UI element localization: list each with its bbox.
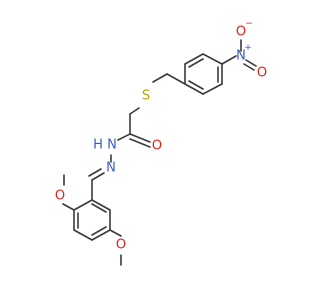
methoxy-oxygen-2-label: O: [55, 189, 65, 204]
molecule-structure: S N + O − O O N H N O O: [55, 19, 267, 266]
bond: [129, 107, 140, 115]
atom-labels: S N + O − O O N H N O O: [55, 19, 267, 253]
bond: [202, 83, 223, 95]
nitro-nitrogen-label: N: [236, 49, 246, 64]
amide-nitrogen-label: N: [107, 138, 117, 153]
carbonyl-oxygen-label: O: [152, 139, 162, 154]
bond: [129, 133, 151, 143]
nitro-plus-charge: +: [244, 43, 252, 53]
bond: [91, 199, 111, 211]
bond: [109, 229, 122, 237]
bond: [73, 199, 93, 211]
bond: [202, 53, 223, 65]
bond: [129, 138, 151, 148]
bond: [245, 59, 257, 67]
bond: [243, 63, 255, 71]
sulfur-atom-label: S: [142, 89, 150, 104]
nitro-oxygen-double-label: O: [257, 66, 267, 81]
bond-inner: [188, 58, 204, 68]
bond: [221, 55, 237, 65]
bond-inner: [188, 80, 204, 90]
bond: [91, 229, 111, 241]
bonds: [62, 39, 257, 266]
methoxy-oxygen-5-label: O: [116, 238, 126, 253]
nitro-minus-charge: −: [245, 19, 253, 29]
bond: [62, 203, 75, 211]
bond: [117, 133, 131, 141]
amide-hydrogen-label: H: [93, 138, 103, 153]
bond: [184, 83, 204, 95]
bond: [88, 168, 102, 177]
bond: [91, 172, 105, 181]
bond: [184, 53, 204, 65]
bond: [73, 229, 93, 241]
bond: [152, 73, 168, 83]
bond-inner: [91, 226, 107, 236]
bond: [166, 73, 186, 85]
imine-nitrogen-label: N: [106, 161, 116, 176]
bond-inner: [91, 203, 107, 213]
nitro-oxygen-top-label: O: [236, 25, 246, 40]
